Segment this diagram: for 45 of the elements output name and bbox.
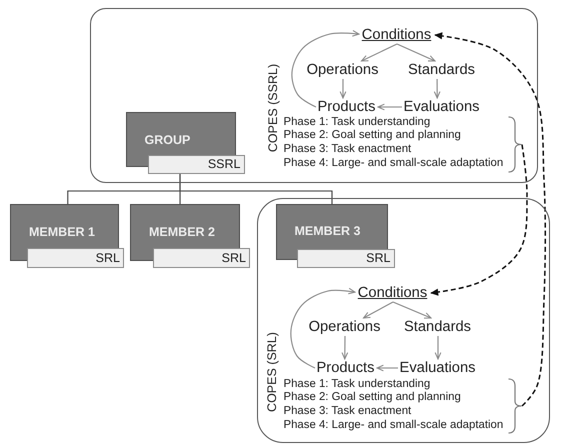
arrow bbox=[342, 336, 348, 360]
rounded-panel bbox=[257, 198, 550, 443]
box-title: GROUP bbox=[144, 133, 190, 148]
concept-label: Operations bbox=[306, 60, 380, 78]
vertical-label: COPES (SRL) bbox=[264, 332, 278, 412]
phase-text: Phase 4: Large- and small-scale adaptation bbox=[284, 418, 504, 433]
arrow bbox=[291, 30, 360, 108]
phase-text: Phase 3: Task enactment bbox=[284, 405, 412, 419]
phase-text: Phase 2: Goal setting and planning bbox=[284, 129, 461, 144]
arrow bbox=[340, 79, 346, 99]
concept-label: Evaluations bbox=[402, 98, 482, 116]
concept-label: Standards bbox=[406, 60, 476, 78]
vertical-label: COPES (SSRL) bbox=[266, 63, 280, 152]
connector-line bbox=[179, 174, 333, 204]
dashed-arrow bbox=[434, 32, 546, 407]
arrow bbox=[392, 302, 432, 319]
phase-text: Phase 3: Task enactment bbox=[284, 143, 412, 157]
level-tab: SRL bbox=[27, 248, 124, 268]
arrow bbox=[377, 104, 402, 110]
level-tab: SRL bbox=[153, 248, 250, 268]
concept-label: Products bbox=[316, 98, 378, 116]
level-tab: SRL bbox=[296, 248, 394, 268]
box-title: MEMBER 1 bbox=[29, 224, 95, 240]
rounded-panel bbox=[90, 8, 538, 183]
concept-label: Operations bbox=[308, 318, 382, 336]
concept-label: Products bbox=[314, 358, 376, 376]
arrow bbox=[434, 336, 442, 360]
box-title: MEMBER 3 bbox=[294, 224, 360, 239]
phase-text: Phase 1: Task understanding bbox=[284, 378, 430, 392]
phase-text: Phase 4: Large- and small-scale adaptation bbox=[284, 156, 504, 171]
concept-label: Standards bbox=[402, 318, 472, 336]
arrow bbox=[290, 288, 356, 368]
phase-text: Phase 1: Task understanding bbox=[284, 116, 430, 130]
concept-label: Conditions bbox=[358, 26, 434, 44]
concept-label: Conditions bbox=[354, 284, 430, 302]
arrow bbox=[434, 79, 440, 99]
arrow bbox=[362, 302, 394, 319]
level-tab: SSRL bbox=[148, 154, 244, 174]
dashed-arrow bbox=[430, 144, 528, 296]
box-title: MEMBER 2 bbox=[149, 224, 215, 240]
arrow bbox=[360, 44, 398, 62]
arrow bbox=[396, 44, 436, 62]
concept-label: Evaluations bbox=[398, 358, 478, 376]
phase-text: Phase 2: Goal setting and planning bbox=[284, 391, 461, 406]
arrow bbox=[376, 364, 398, 372]
